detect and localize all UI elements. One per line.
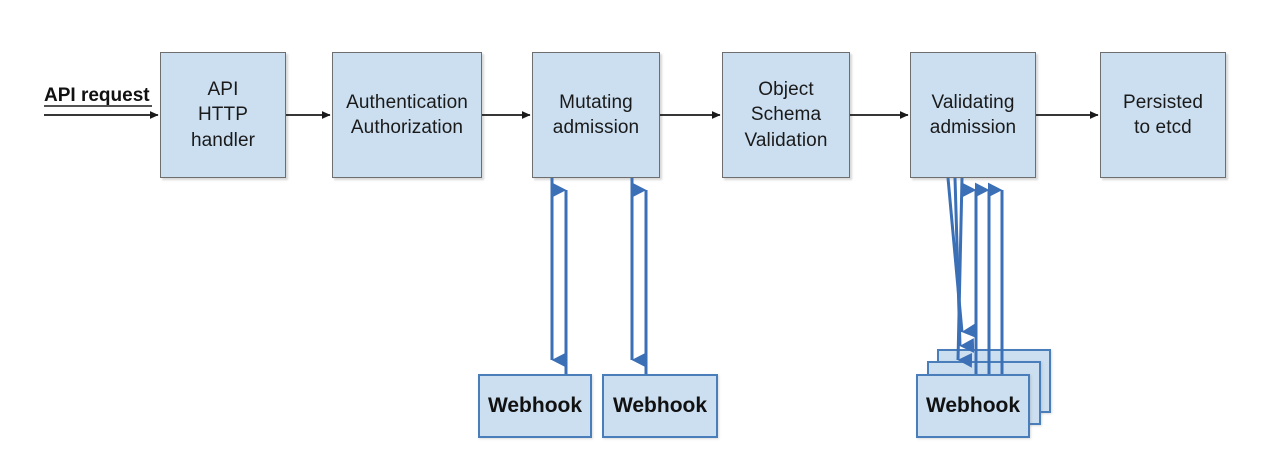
stage-label-line: Persisted xyxy=(1122,91,1204,113)
stage-label-line: Authorization xyxy=(350,117,464,138)
arrow-validating-to-webhook-1 xyxy=(956,177,973,368)
mutating-webhook-1[interactable]: Webhook xyxy=(478,374,592,438)
arrow-validating-to-webhook-2 xyxy=(953,177,975,353)
stage-object-schema-validation[interactable]: Object Schema Validation xyxy=(722,52,850,178)
webhook-label: Webhook xyxy=(925,394,1021,417)
stage-label-line: Validating xyxy=(931,91,1015,113)
stage-label-line: Validation xyxy=(744,129,828,151)
stage-mutating-admission[interactable]: Mutating admission xyxy=(532,52,660,178)
stage-label-line: admission xyxy=(929,117,1017,138)
stage-authentication-authorization[interactable]: Authentication Authorization xyxy=(332,52,482,178)
stage-label-line: handler xyxy=(190,129,256,151)
stage-persisted-to-etcd[interactable]: Persisted to etcd xyxy=(1100,52,1226,178)
webhook-label: Webhook xyxy=(487,394,583,417)
stage-label-line: admission xyxy=(552,117,640,138)
stage-label-line: API xyxy=(207,79,239,101)
mutating-webhook-2-connectors xyxy=(630,178,648,374)
arrow-validating-to-webhook-3 xyxy=(946,177,977,339)
stage-label-line: HTTP xyxy=(197,104,248,126)
webhook-label: Webhook xyxy=(612,394,708,417)
mutating-webhook-2[interactable]: Webhook xyxy=(602,374,718,438)
stage-label-line: Object xyxy=(758,79,814,101)
stage-label-line: Mutating xyxy=(559,91,633,113)
validating-webhook-1[interactable]: Webhook xyxy=(916,374,1030,438)
stage-label-line: Schema xyxy=(750,104,822,126)
stage-label-line: Authentication xyxy=(346,91,468,113)
api-request-label: API request xyxy=(44,85,150,106)
stage-validating-admission[interactable]: Validating admission xyxy=(910,52,1036,178)
stage-label-line: to etcd xyxy=(1134,117,1192,138)
stage-api-http-handler[interactable]: API HTTP handler xyxy=(160,52,286,178)
mutating-webhook-1-connectors xyxy=(550,178,568,374)
